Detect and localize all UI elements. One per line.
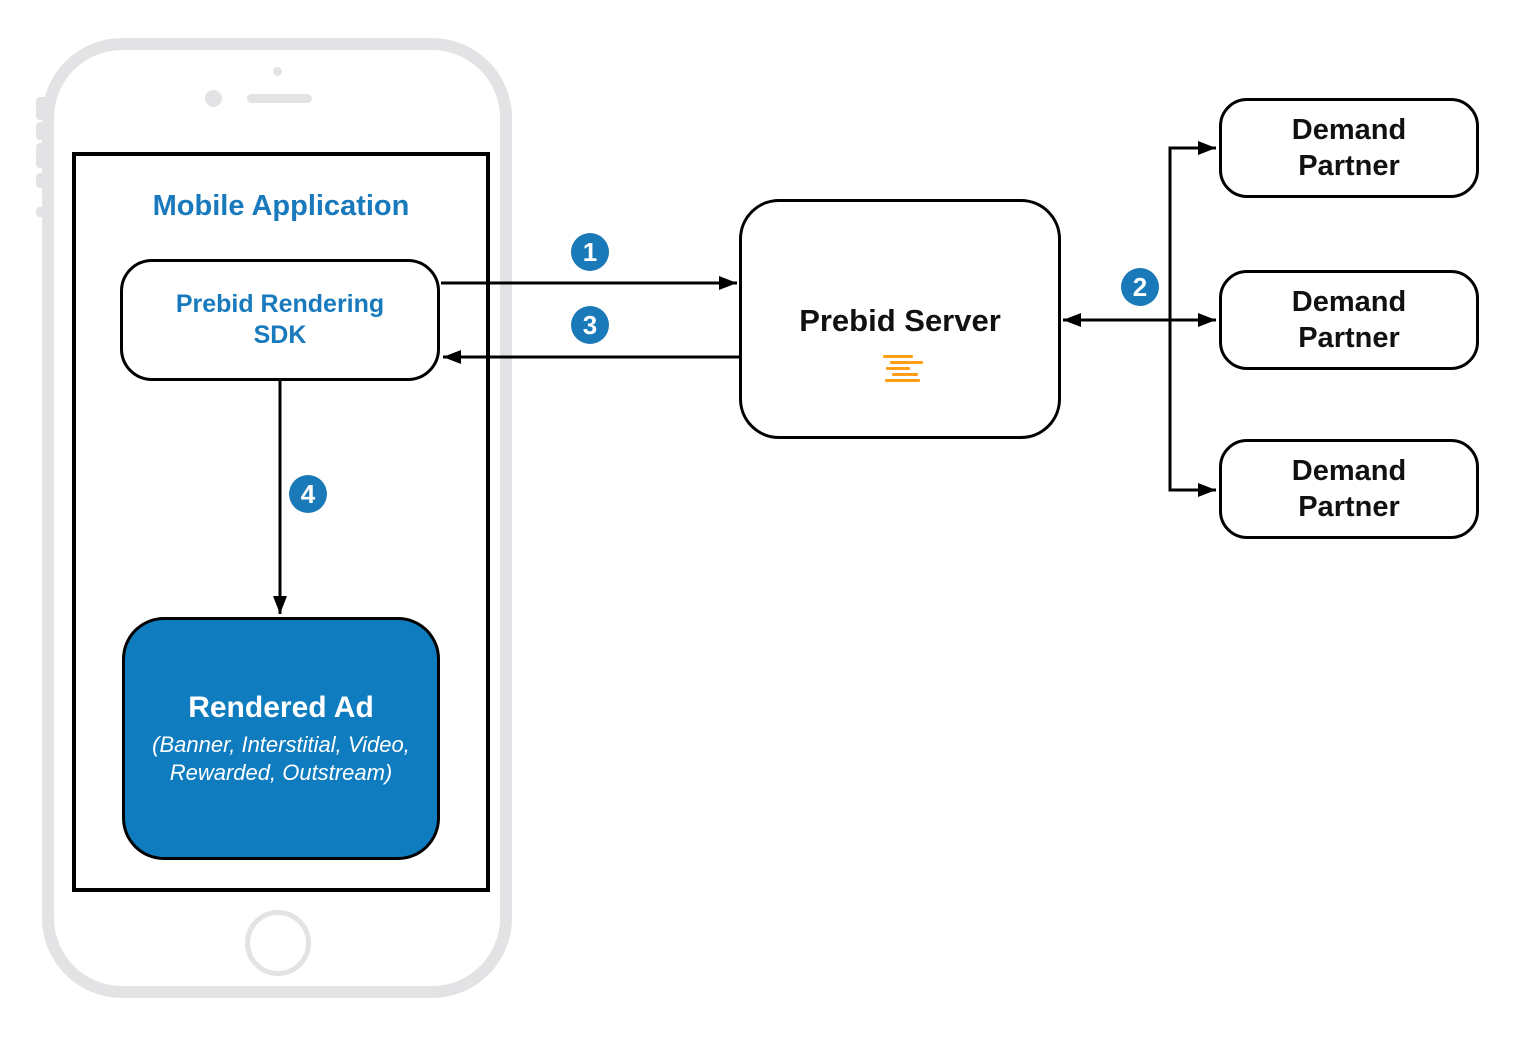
demand-partner-box: Demand Partner bbox=[1219, 98, 1479, 198]
demand-partner-label-line1: Demand bbox=[1291, 114, 1407, 146]
mobile-application-title: Mobile Application bbox=[152, 190, 410, 222]
demand-partner-label-line1: Demand bbox=[1291, 286, 1407, 318]
demand-partner-label-line1: Demand bbox=[1291, 455, 1407, 487]
rendered-ad-title: Rendered Ad bbox=[188, 690, 374, 724]
prebid-server-box: Prebid Server bbox=[739, 199, 1061, 439]
demand-partner-box: Demand Partner bbox=[1219, 439, 1479, 539]
phone-camera-dot-icon bbox=[273, 67, 282, 76]
step-badge-3: 3 bbox=[571, 306, 609, 344]
arrow-branch-to-demand-partners bbox=[1168, 141, 1216, 497]
rendered-ad-subtitle: (Banner, Interstitial, Video, Rewarded, … bbox=[152, 731, 410, 787]
demand-partner-label: Demand Partner bbox=[1292, 453, 1406, 525]
prebid-sdk-box: Prebid Rendering SDK bbox=[120, 259, 440, 381]
demand-partner-box: Demand Partner bbox=[1219, 270, 1479, 370]
demand-partner-label: Demand Partner bbox=[1292, 112, 1406, 184]
prebid-logo-icon bbox=[882, 355, 925, 382]
step-badge-1: 1 bbox=[571, 233, 609, 271]
rendered-ad-subtitle-line1: (Banner, Interstitial, Video, bbox=[152, 731, 410, 757]
phone-front-camera-icon bbox=[205, 90, 222, 107]
prebid-sdk-label-line1: Prebid Rendering bbox=[175, 290, 385, 318]
demand-partner-label-line2: Partner bbox=[1298, 491, 1400, 523]
prebid-sdk-label: Prebid Rendering SDK bbox=[176, 289, 384, 351]
phone-home-button bbox=[245, 910, 311, 976]
rendered-ad-box: Rendered Ad (Banner, Interstitial, Video… bbox=[122, 617, 440, 860]
demand-partner-label: Demand Partner bbox=[1292, 284, 1406, 356]
demand-partner-label-line2: Partner bbox=[1298, 150, 1400, 182]
step-badge-4: 4 bbox=[289, 475, 327, 513]
rendered-ad-subtitle-line2: Rewarded, Outstream) bbox=[169, 759, 393, 785]
prebid-server-label: Prebid Server bbox=[799, 303, 1001, 338]
phone-speaker-icon bbox=[247, 94, 312, 103]
prebid-sdk-label-line2: SDK bbox=[253, 321, 307, 349]
demand-partner-label-line2: Partner bbox=[1298, 322, 1400, 354]
step-badge-2: 2 bbox=[1121, 268, 1159, 306]
